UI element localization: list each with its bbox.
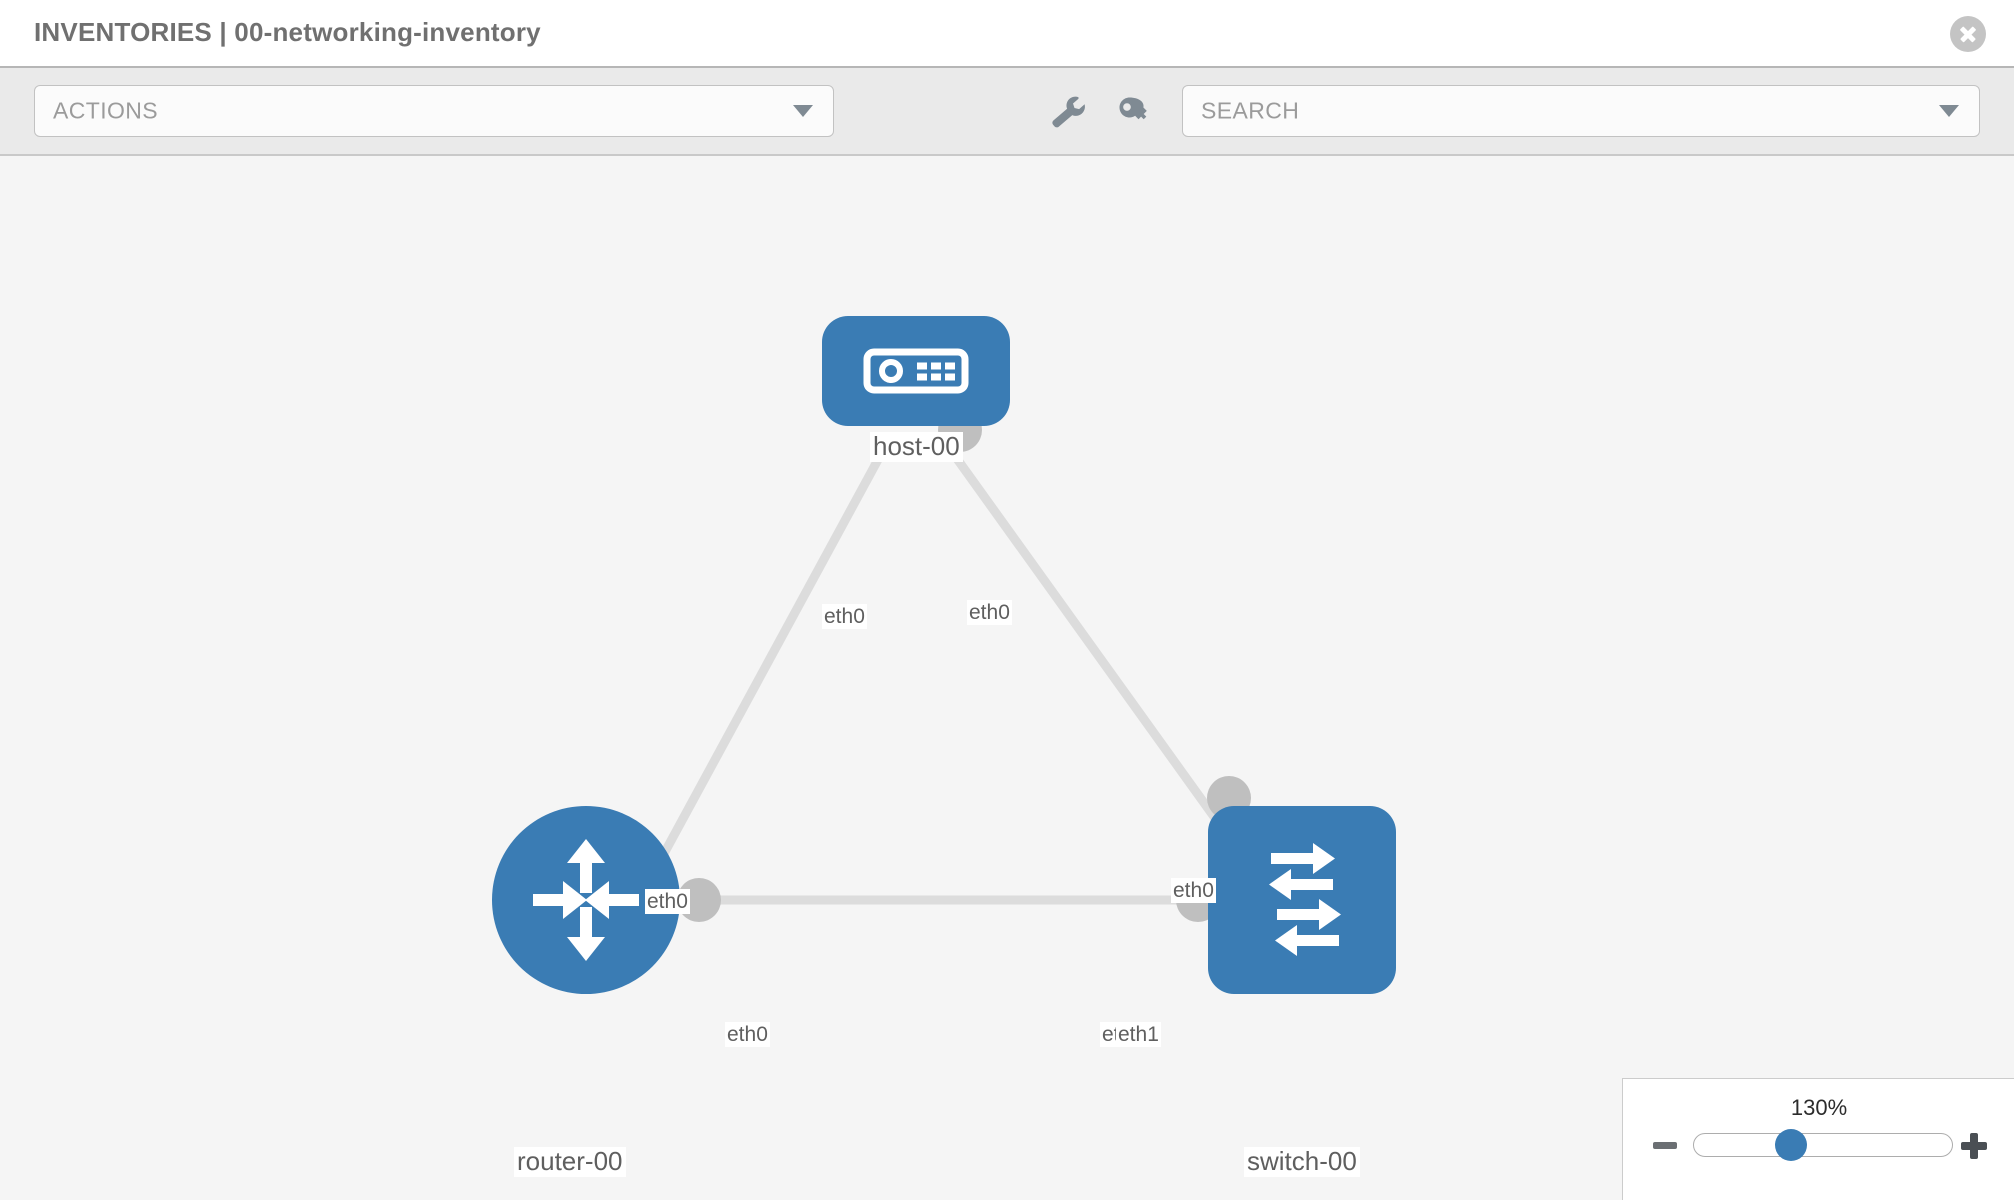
zoom-slider-track[interactable] xyxy=(1693,1133,1953,1157)
host-node-shape xyxy=(822,316,1010,426)
router-node-shape xyxy=(492,806,680,994)
switch-node-shape xyxy=(1208,806,1396,994)
edge-label-host-left: eth0 xyxy=(822,604,867,630)
zoom-level-value: 130% xyxy=(1790,1095,1848,1120)
link-router-host xyxy=(656,453,884,864)
toolbar: ACTIONS SEARCH xyxy=(0,68,2014,156)
page-title: INVENTORIES | 00-networking-inventory xyxy=(34,17,541,47)
node-label-switch-00: switch-00 xyxy=(1244,1146,1360,1177)
actions-dropdown-label: ACTIONS xyxy=(53,97,159,124)
node-label-router-00: router-00 xyxy=(514,1146,626,1177)
search-input[interactable]: SEARCH xyxy=(1182,85,1980,137)
close-icon[interactable] xyxy=(1950,16,1986,52)
chevron-down-icon xyxy=(793,105,813,117)
switch-icon xyxy=(1269,843,1341,956)
key-icon[interactable] xyxy=(1115,94,1155,130)
edge-label-host-right: eth0 xyxy=(967,600,1012,626)
zoom-control-panel: 130% xyxy=(1622,1078,2014,1200)
edge-label-router-right: eth0 xyxy=(725,1022,770,1048)
actions-dropdown[interactable]: ACTIONS xyxy=(34,85,834,137)
topology-canvas[interactable]: host-00 rout xyxy=(0,156,2014,1200)
node-label-host-00: host-00 xyxy=(870,431,963,462)
search-placeholder: SEARCH xyxy=(1201,97,1300,124)
wrench-icon[interactable] xyxy=(1047,94,1087,130)
edge-label-switch-up: eth0 xyxy=(1171,878,1216,904)
page-header: INVENTORIES | 00-networking-inventory xyxy=(0,0,2014,68)
zoom-in-button[interactable] xyxy=(1961,1133,1987,1159)
topology-links xyxy=(656,453,1239,905)
link-host-switch xyxy=(951,453,1239,849)
edge-label-router-up: eth0 xyxy=(645,889,690,915)
edge-label-switch-left: eth1 xyxy=(1116,1022,1161,1048)
zoom-slider-thumb[interactable] xyxy=(1775,1129,1807,1161)
server-icon xyxy=(863,348,969,394)
router-icon xyxy=(533,839,639,961)
zoom-out-button[interactable] xyxy=(1653,1142,1677,1149)
chevron-down-icon xyxy=(1939,105,1959,117)
